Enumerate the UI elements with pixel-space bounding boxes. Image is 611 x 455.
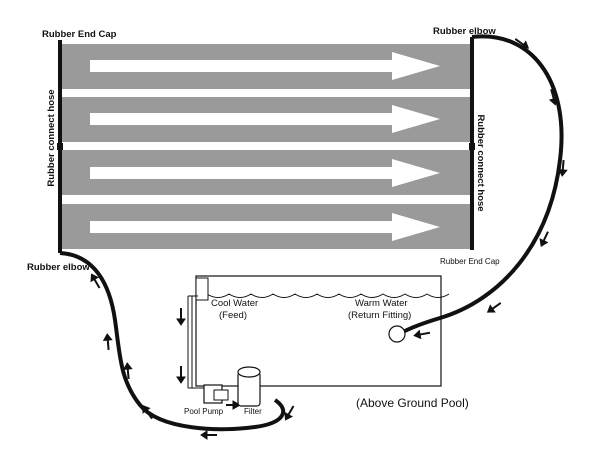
label-end-cap-top-left: Rubber End Cap <box>42 29 117 40</box>
return-fitting <box>388 325 406 343</box>
label-end-cap-bottom-right: Rubber End Cap <box>440 257 500 266</box>
feed-flow-arrows <box>90 273 295 440</box>
label-filter: Filter <box>244 407 262 416</box>
pool-pump <box>203 384 229 404</box>
flow-arrow-4 <box>90 213 440 241</box>
flow-arrow-3 <box>90 159 440 187</box>
skimmer <box>195 277 209 301</box>
solar-panel-array <box>60 44 472 249</box>
pool-filter <box>237 366 261 407</box>
label-connect-hose-left: Rubber connect hose <box>46 89 57 186</box>
return-flow-arrows <box>413 38 568 340</box>
label-warm-water-sub: (Return Fitting) <box>348 310 411 321</box>
label-warm-water: Warm Water <box>355 298 408 309</box>
pump-to-filter-arrow <box>226 400 242 410</box>
label-elbow-bottom-left: Rubber elbow <box>27 262 90 273</box>
left-hose-joint <box>57 143 63 150</box>
return-hose <box>394 34 564 338</box>
feed-hose <box>59 251 286 432</box>
label-elbow-top-right: Rubber elbow <box>433 26 496 37</box>
label-cool-water: Cool Water <box>211 298 258 309</box>
feed-pipe-arrows <box>176 308 186 384</box>
flow-arrow-2 <box>90 105 440 133</box>
flow-arrow-1 <box>90 52 440 80</box>
pool-water-surface <box>206 293 450 298</box>
pool-outline <box>195 275 442 387</box>
label-cool-water-sub: (Feed) <box>219 310 247 321</box>
feed-pipe <box>187 295 206 389</box>
label-pool-pump: Pool Pump <box>184 407 224 416</box>
right-hose-joint <box>469 143 475 150</box>
above-ground-pool <box>195 275 450 387</box>
label-pool-caption: (Above Ground Pool) <box>356 396 469 410</box>
label-connect-hose-right: Rubber connect hose <box>475 114 486 211</box>
